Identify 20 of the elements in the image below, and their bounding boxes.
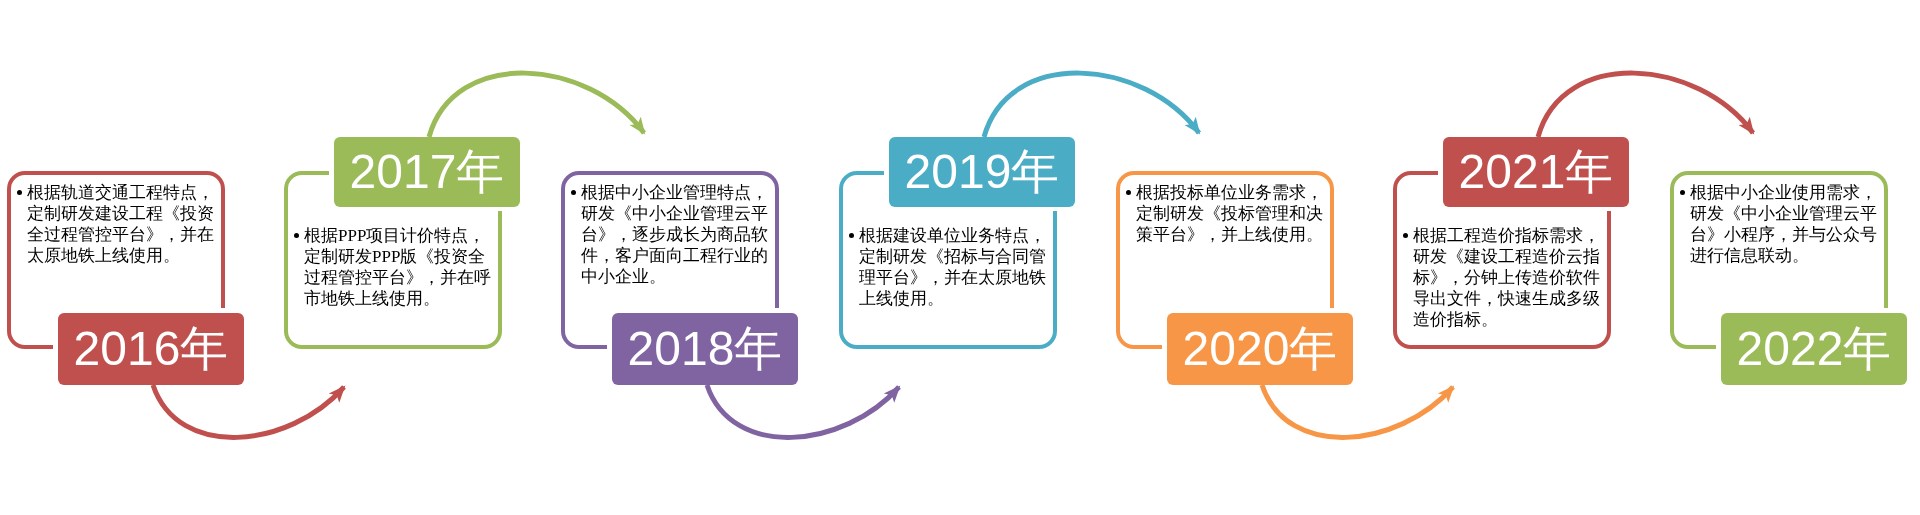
year-tag: 2019年 xyxy=(889,137,1075,207)
description-text: 根据中小企业管理特点，研发《中小企业管理云平台》，逐步成长为商品软件，客户面向工程行业的中小企业。 xyxy=(581,182,769,287)
description-text: 根据工程造价指标需求，研发《建设工程造价云指标》，分钟上传造价软件导出文件，快速生成多级造价指标。 xyxy=(1413,225,1601,330)
year-tag: 2021年 xyxy=(1443,137,1629,207)
curved-arrow xyxy=(981,70,1201,138)
curved-arrow xyxy=(426,70,646,138)
description-text: 根据中小企业使用需求，研发《中小企业管理云平台》小程序，并与公众号进行信息联动。 xyxy=(1690,182,1878,266)
curved-arrow xyxy=(704,383,901,440)
year-tag: 2017年 xyxy=(334,137,520,207)
curved-arrow xyxy=(1259,383,1455,440)
description-text: 根据投标单位业务需求，定制研发《投标管理和决策平台》，并上线使用。 xyxy=(1136,182,1324,245)
description-text: 根据轨道交通工程特点，定制研发建设工程《投资全过程管控平台》，并在太原地铁上线使用。 xyxy=(27,182,215,266)
description-text: 根据PPP项目计价特点，定制研发PPP版《投资全过程管控平台》，并在呼市地铁上线使用。 xyxy=(304,225,492,309)
year-tag: 2018年 xyxy=(612,313,798,385)
curved-arrow xyxy=(1535,70,1755,138)
curved-arrow xyxy=(150,383,346,440)
year-tag: 2022年 xyxy=(1721,313,1907,385)
year-tag: 2016年 xyxy=(58,313,244,385)
description-text: 根据建设单位业务特点，定制研发《招标与合同管理平台》，并在太原地铁上线使用。 xyxy=(859,225,1047,309)
year-tag: 2020年 xyxy=(1167,313,1353,385)
